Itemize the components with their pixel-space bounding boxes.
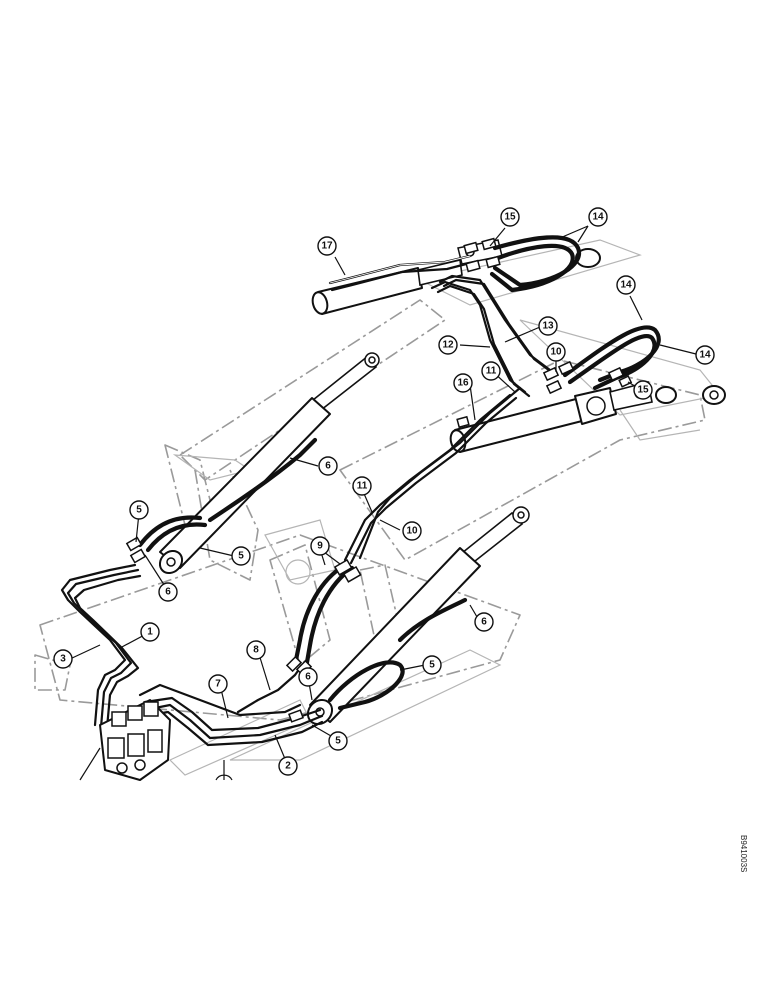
callout-text: 6 [325, 461, 331, 472]
callout-text: 10 [406, 526, 418, 537]
callout-text: 2 [285, 761, 291, 772]
callout-text: 1 [147, 627, 153, 638]
right-lift-cylinder [306, 506, 530, 726]
callout-6: 6 [474, 612, 494, 632]
callout-11: 11 [352, 476, 372, 496]
figure-reference-code: B941003S [739, 835, 748, 872]
callout-8: 8 [246, 640, 266, 660]
callout-6: 6 [318, 456, 338, 476]
callout-text: 17 [321, 241, 333, 252]
callout-text: 3 [60, 654, 66, 665]
callout-3: 3 [53, 649, 73, 669]
callout-2: 2 [278, 756, 298, 776]
lower-bucket-cylinder [449, 381, 653, 453]
callout-14: 14 [588, 207, 608, 227]
bucket-pivot-bushings [575, 248, 726, 405]
callout-14-right: 14 [695, 345, 715, 365]
callout-text: 6 [165, 587, 171, 598]
callout-text: 5 [429, 660, 435, 671]
callout-text: 8 [253, 645, 259, 656]
callout-13: 13 [538, 316, 558, 336]
leader-lines [69, 225, 701, 780]
callout-text: 12 [442, 340, 454, 351]
callout-6: 6 [158, 582, 178, 602]
callout-17: 17 [317, 236, 337, 256]
callout-9: 9 [310, 536, 330, 556]
callout-5: 5 [328, 731, 348, 751]
callout-text: 16 [457, 378, 469, 389]
callout-16: 16 [453, 373, 473, 393]
callout-5: 5 [129, 500, 149, 520]
callout-1: 1 [140, 622, 160, 642]
callout-text: 6 [481, 617, 487, 628]
callout-text: 14 [592, 212, 604, 223]
line-fittings [125, 237, 633, 723]
callout-15: 15 [500, 207, 520, 227]
callout-text: 6 [305, 672, 311, 683]
callout-11: 11 [481, 361, 501, 381]
steel-tube-lines [60, 254, 556, 747]
callout-text: 15 [504, 212, 516, 223]
callout-12: 12 [438, 335, 458, 355]
callout-text: 5 [238, 551, 244, 562]
callout-text: 14 [699, 350, 711, 361]
callout-10: 10 [546, 342, 566, 362]
loader-frame [34, 239, 722, 776]
callout-10: 10 [402, 521, 422, 541]
callout-text: 13 [542, 321, 554, 332]
callout-5: 5 [231, 546, 251, 566]
partial-callout-bottom [215, 774, 233, 781]
control-valve [79, 699, 171, 781]
callout-text: 7 [215, 679, 221, 690]
callout-text: 9 [317, 541, 323, 552]
callout-7: 7 [208, 674, 228, 694]
callout-14: 14 [616, 275, 636, 295]
callout-text: 5 [335, 736, 341, 747]
callout-text: 11 [486, 366, 497, 377]
callout-15: 15 [633, 380, 653, 400]
callout-text: 5 [136, 505, 142, 516]
callout-5: 5 [422, 655, 442, 675]
callout-text: 11 [357, 481, 368, 492]
callout-text: 15 [637, 385, 649, 396]
callout-6: 6 [298, 667, 318, 687]
callout-text: 14 [620, 280, 632, 291]
callout-text: 10 [550, 347, 562, 358]
callout-labels: 1 2 3 5 5 5 5 6 6 6 6 7 8 9 10 10 11 11 … [53, 207, 653, 776]
